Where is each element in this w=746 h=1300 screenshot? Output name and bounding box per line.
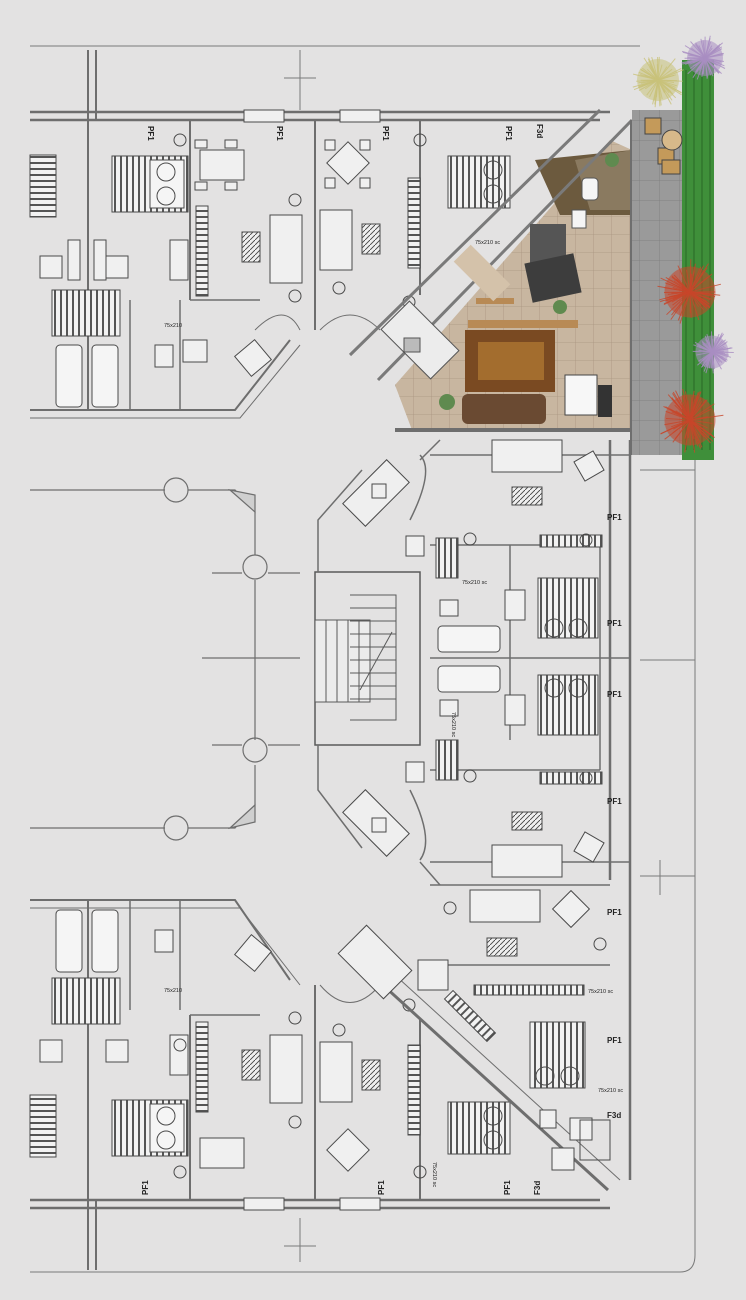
door-dimension: 75x210 sc bbox=[475, 240, 500, 246]
dining-set bbox=[324, 139, 371, 189]
sofa bbox=[491, 844, 563, 878]
door-dimension: 75x210 bbox=[164, 323, 182, 329]
label-f3d: F3d bbox=[607, 1111, 621, 1120]
diagonal-unit-bottom bbox=[337, 924, 621, 1192]
dining-table bbox=[199, 1137, 245, 1169]
tree-yellow bbox=[632, 56, 684, 108]
bed bbox=[537, 577, 599, 639]
door-dimension: 75x210 sc bbox=[588, 989, 613, 995]
door-dimension: 75x210 sc bbox=[598, 1088, 623, 1094]
site-boundary bbox=[30, 45, 696, 1273]
rendered-apartment bbox=[348, 108, 640, 455]
tree-purple bbox=[681, 35, 726, 80]
middle-units-furniture bbox=[342, 439, 607, 957]
label-pf1: PF1 bbox=[607, 908, 622, 917]
door-labels: PF1 PF1 PF1 PF1 PF1 PF1 F3d PF1 PF1 PF1 … bbox=[141, 124, 622, 1195]
label-pf1: PF1 bbox=[377, 1180, 386, 1195]
door-dimension: 75x210 sc bbox=[431, 1162, 437, 1187]
courtyard bbox=[30, 477, 300, 841]
label-pf1: PF1 bbox=[607, 1036, 622, 1045]
label-f3d: F3d bbox=[535, 124, 544, 138]
door-dimension: 75x210 sc bbox=[462, 580, 487, 586]
bed bbox=[537, 674, 599, 736]
label-pf1: PF1 bbox=[607, 690, 622, 699]
staircase bbox=[314, 571, 421, 746]
sofa bbox=[491, 439, 563, 473]
bathtub bbox=[55, 909, 83, 973]
wing-top bbox=[30, 50, 610, 419]
tree-red bbox=[657, 259, 722, 324]
door-dimension: 75x210 bbox=[164, 988, 182, 994]
label-pf1: PF1 bbox=[607, 797, 622, 806]
desk bbox=[564, 374, 598, 416]
wardrobe bbox=[195, 1021, 209, 1113]
label-pf1: PF1 bbox=[607, 619, 622, 628]
wardrobe bbox=[539, 534, 603, 548]
trees bbox=[632, 35, 734, 453]
label-pf1: PF1 bbox=[146, 126, 155, 141]
label-pf1: PF1 bbox=[275, 126, 284, 141]
door-dimension: 75x210 sc bbox=[450, 712, 456, 737]
dimension-labels: 75x210 sc 75x210 sc 75x210 sc 75x210 75x… bbox=[164, 240, 623, 1187]
dining-set bbox=[551, 889, 591, 929]
wing-bottom-furniture bbox=[29, 909, 511, 1211]
rug bbox=[241, 231, 261, 263]
sofa bbox=[269, 214, 303, 284]
wardrobe bbox=[195, 205, 209, 297]
tree-purple bbox=[692, 331, 734, 374]
bed bbox=[529, 1021, 586, 1089]
terrace bbox=[632, 60, 714, 460]
tree-red bbox=[660, 388, 724, 453]
sofa bbox=[462, 394, 546, 424]
rug bbox=[241, 1049, 261, 1081]
label-pf1: PF1 bbox=[141, 1180, 150, 1195]
wing-top-furniture bbox=[29, 109, 511, 408]
rug bbox=[511, 811, 543, 831]
label-pf1: PF1 bbox=[607, 513, 622, 522]
bathtub bbox=[437, 665, 501, 693]
bathtub bbox=[55, 344, 83, 408]
rug bbox=[511, 486, 543, 506]
label-pf1: PF1 bbox=[503, 1180, 512, 1195]
bathtub bbox=[437, 625, 501, 653]
label-f3d: F3d bbox=[533, 1181, 542, 1195]
dining-table bbox=[199, 149, 245, 181]
kitchen-counter bbox=[342, 459, 410, 857]
label-pf1: PF1 bbox=[504, 126, 513, 141]
label-pf1: PF1 bbox=[381, 126, 390, 141]
